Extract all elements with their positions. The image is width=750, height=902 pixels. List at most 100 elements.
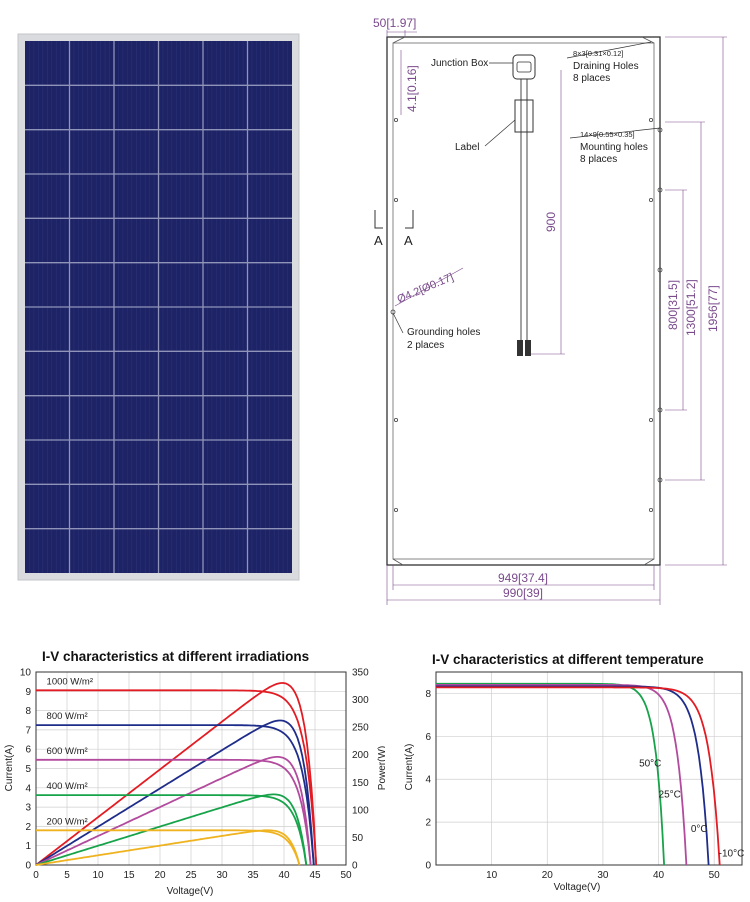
x-tick-label: 25 [185, 870, 197, 881]
x-tick-label: 10 [486, 870, 498, 881]
series-label-3: 400 W/m² [47, 781, 88, 792]
connector-right [525, 340, 531, 356]
chart1-title: I-V characteristics at different irradia… [42, 649, 310, 664]
junction-box-label: Junction Box [431, 58, 488, 69]
x-tick-label: 20 [542, 870, 554, 881]
frame-inner [392, 42, 655, 560]
mounting-spec: 14×9[0.55×0.35] [580, 130, 635, 139]
y2-tick-label: 350 [352, 668, 369, 679]
chart1-ylabel: Current(A) [4, 745, 15, 792]
holes [390, 118, 663, 512]
section-label-left: A [374, 233, 383, 248]
frame-outer [386, 36, 661, 566]
dim-mount-1300: 1300[51.2] [684, 279, 698, 336]
section-label-right: A [404, 233, 413, 248]
x-tick-label: 35 [247, 870, 259, 881]
label-box [514, 99, 534, 133]
series-label-4: 200 W/m² [47, 816, 88, 827]
y2-tick-label: 200 [352, 750, 369, 761]
y2-tick-label: 150 [352, 778, 369, 789]
mounting-count: 8 places [580, 154, 617, 165]
y2-tick-label: 300 [352, 695, 369, 706]
chart1-xlabel: Voltage(V) [167, 886, 214, 897]
iv-curve-2 [36, 758, 312, 866]
pv-curve-0 [35, 682, 318, 866]
dim-grounding-hole: Ø4.2[Ø0.17] [395, 271, 455, 305]
series-label-0: 50°C [639, 758, 661, 769]
x-tick-label: 0 [33, 870, 39, 881]
pv-curve-3 [35, 793, 308, 866]
x-tick-label: 50 [709, 870, 721, 881]
iv-curve-2 [436, 685, 710, 866]
x-tick-label: 5 [64, 870, 70, 881]
y-tick-label: 9 [25, 687, 31, 698]
connector-left [517, 340, 523, 356]
chart1-y2label: Power(W) [377, 746, 385, 790]
y-tick-label: 10 [20, 668, 32, 679]
draining-spec: 8×3[0.31×0.12] [573, 49, 623, 58]
dim-height-total: 1956[77] [706, 285, 720, 332]
iv-curve-1 [36, 724, 315, 866]
pv-curve-2 [35, 756, 312, 866]
x-tick-label: 40 [278, 870, 290, 881]
x-tick-label: 15 [123, 870, 135, 881]
dim-mount-800: 800[31.5] [666, 280, 680, 330]
technical-drawing: 50[1.97] 4.1[0.16] 900 Ø4.2[Ø0.17] 800[3… [373, 16, 727, 605]
dim-side-offset: 4.1[0.16] [405, 65, 419, 112]
y2-tick-label: 50 [352, 833, 364, 844]
y-tick-label: 7 [25, 725, 31, 736]
y-tick-label: 2 [425, 818, 431, 829]
y-tick-label: 4 [425, 775, 431, 786]
x-tick-label: 10 [92, 870, 104, 881]
series-label-2: 600 W/m² [47, 746, 88, 757]
y2-tick-label: 250 [352, 723, 369, 734]
draining-count: 8 places [573, 73, 610, 84]
y-tick-label: 0 [25, 861, 31, 872]
iv-curve-0 [436, 682, 665, 866]
series-label-2: 0°C [691, 824, 708, 835]
grounding-title: Grounding holes [407, 327, 480, 338]
section-mark-left [374, 210, 383, 229]
chart2-xlabel: Voltage(V) [554, 882, 601, 893]
pv-curve-4 [35, 829, 301, 866]
series-label-1: 800 W/m² [47, 711, 88, 722]
x-tick-label: 30 [597, 870, 609, 881]
chart2-ylabel: Current(A) [404, 744, 415, 791]
y-tick-label: 2 [25, 822, 31, 833]
y-tick-label: 3 [25, 803, 31, 814]
draining-title: Draining Holes [573, 61, 639, 72]
plot-area [435, 671, 743, 866]
dim-top-offset: 50[1.97] [373, 16, 416, 30]
y-tick-label: 0 [425, 861, 431, 872]
pv-curve-1 [35, 719, 315, 866]
x-tick-label: 20 [154, 870, 166, 881]
x-tick-label: 30 [216, 870, 228, 881]
plot-area [35, 671, 347, 866]
y2-tick-label: 100 [352, 805, 369, 816]
dim-cable-length: 900 [544, 212, 558, 232]
series-label-0: 1000 W/m² [47, 676, 93, 687]
dim-width-inner: 949[37.4] [498, 571, 548, 585]
y-tick-label: 5 [25, 764, 31, 775]
iv-curve-0 [36, 689, 318, 866]
x-tick-label: 45 [309, 870, 321, 881]
dim-width-total: 990[39] [503, 586, 543, 600]
section-mark-right [405, 210, 414, 229]
junction-box [512, 54, 536, 80]
y2-tick-label: 0 [352, 861, 358, 872]
y-tick-label: 8 [25, 706, 31, 717]
x-tick-label: 50 [340, 870, 352, 881]
iv-curve-3 [436, 686, 721, 866]
series-label-1: 25°C [659, 789, 681, 800]
grounding-count: 2 places [407, 340, 444, 351]
mounting-title: Mounting holes [580, 142, 648, 153]
panel-cell-grid [25, 41, 292, 573]
y-tick-label: 6 [25, 745, 31, 756]
series-label-3: -10°C [719, 848, 745, 859]
label-label: Label [455, 142, 479, 153]
y-tick-label: 6 [425, 732, 431, 743]
y-tick-label: 1 [25, 841, 31, 852]
y-tick-label: 8 [425, 689, 431, 700]
